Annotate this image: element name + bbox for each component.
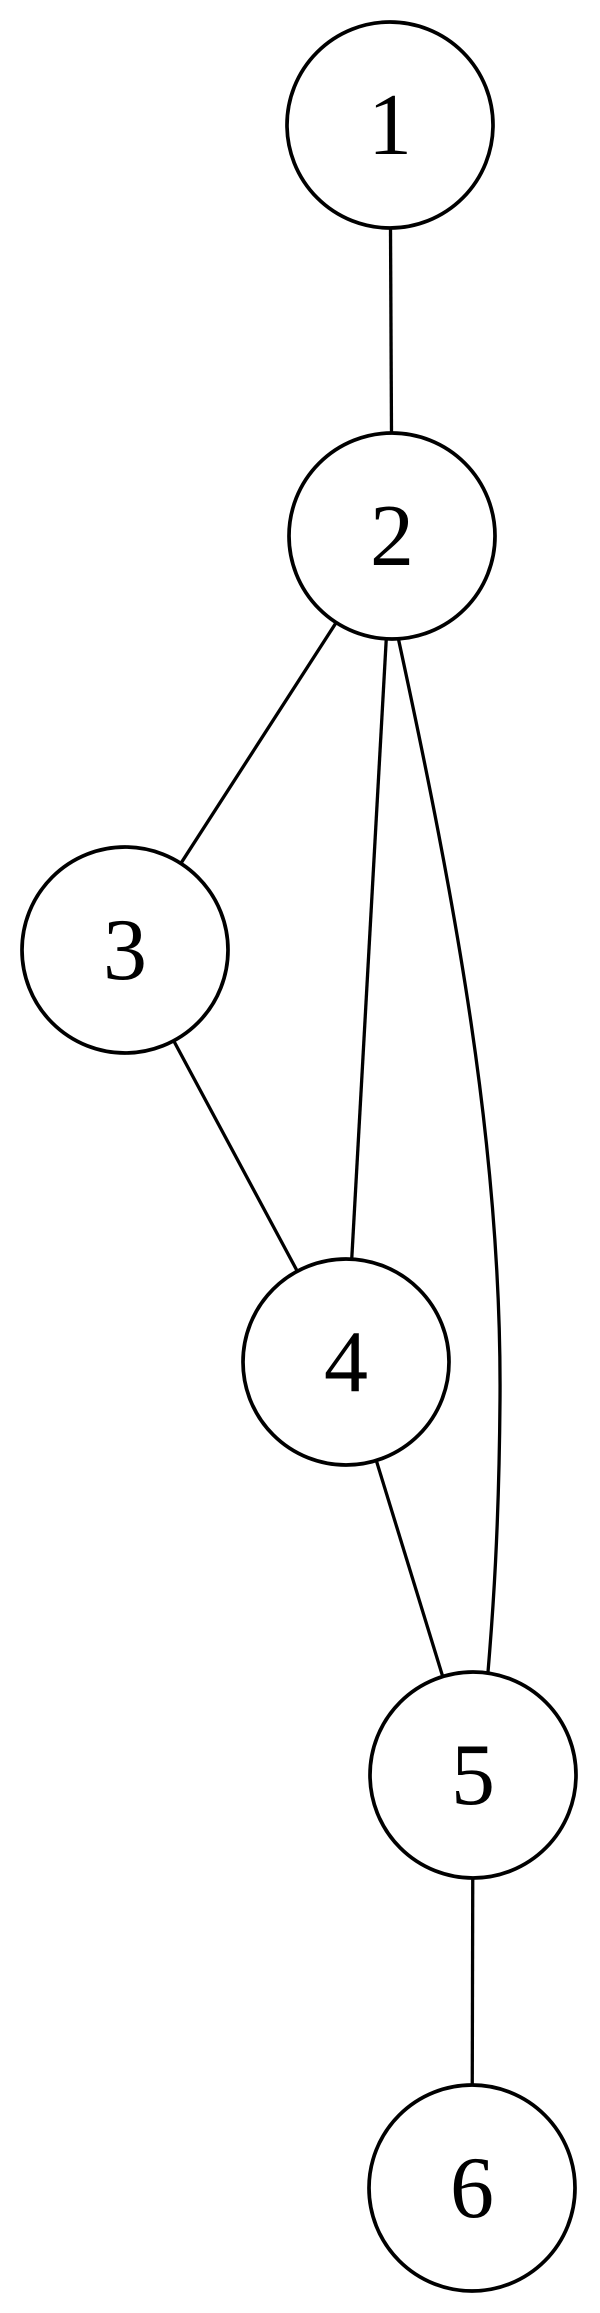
edge-5-6 bbox=[470, 1877, 475, 2086]
edge-4-5 bbox=[374, 1459, 445, 1678]
edge-2-4 bbox=[350, 638, 388, 1260]
node-label-3: 3 bbox=[103, 902, 147, 999]
node-3: 3 bbox=[20, 845, 230, 1055]
node-1: 1 bbox=[285, 20, 495, 230]
node-circle-5 bbox=[368, 1670, 578, 1880]
node-circle-1 bbox=[285, 20, 495, 230]
node-2: 2 bbox=[287, 431, 497, 641]
edge-3-4 bbox=[172, 1039, 299, 1273]
node-label-6: 6 bbox=[450, 2140, 494, 2237]
edge-1-2 bbox=[388, 227, 394, 434]
node-6: 6 bbox=[367, 2083, 577, 2293]
node-label-2: 2 bbox=[370, 488, 414, 585]
edge-2-5 bbox=[396, 636, 502, 1673]
node-4: 4 bbox=[241, 1257, 451, 1467]
node-circle-2 bbox=[287, 431, 497, 641]
node-circle-3 bbox=[20, 845, 230, 1055]
node-5: 5 bbox=[368, 1670, 578, 1880]
node-circle-4 bbox=[241, 1257, 451, 1467]
node-label-5: 5 bbox=[451, 1727, 495, 1824]
node-circle-6 bbox=[367, 2083, 577, 2293]
edge-2-3 bbox=[179, 621, 338, 865]
node-label-1: 1 bbox=[368, 77, 412, 174]
node-label-4: 4 bbox=[324, 1314, 368, 1411]
